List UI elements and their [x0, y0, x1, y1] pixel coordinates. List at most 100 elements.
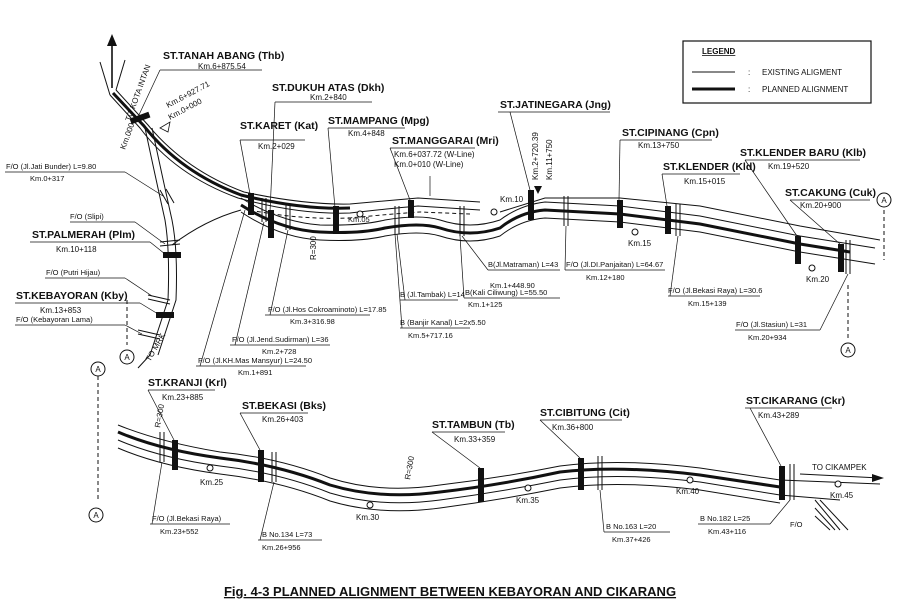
crossing-stasiun: F/O (Jl.Stasiun) L=31	[736, 320, 807, 329]
match-a-2	[840, 342, 856, 358]
svg-text:Km.26+403: Km.26+403	[262, 415, 304, 424]
svg-text:Km.36+800: Km.36+800	[552, 423, 594, 432]
svg-text:Km.1+448.90: Km.1+448.90	[490, 281, 535, 290]
svg-text:Km.2+840: Km.2+840	[310, 93, 347, 102]
bottom-chainage-text: Km.25 Km.30 Km.35 Km.40 Km.45 R=300 R=30…	[153, 403, 867, 522]
svg-text:Km.45: Km.45	[830, 491, 854, 500]
bottom-km-circles	[206, 464, 842, 509]
top-tracks	[99, 34, 881, 369]
station-dukuh-atas: ST.DUKUH ATAS (Dkh)	[272, 82, 384, 94]
svg-text:Km.4+848: Km.4+848	[348, 129, 385, 138]
station-mampang: ST.MAMPANG (Mpg)	[328, 115, 429, 127]
circle-km15	[631, 228, 639, 236]
svg-text:Km.15: Km.15	[628, 239, 652, 248]
block-bekasi	[258, 450, 264, 482]
svg-text:Km.10+118: Km.10+118	[56, 245, 97, 254]
svg-text:R=300: R=300	[403, 455, 416, 481]
crossing-b163: B No.163 L=20	[606, 522, 656, 531]
svg-text:Km.15+015: Km.15+015	[684, 177, 726, 186]
svg-text:Km.25: Km.25	[200, 478, 224, 487]
svg-text:A: A	[124, 353, 130, 362]
crossing-b134: B No.134 L=73	[262, 530, 312, 539]
svg-text:Km.43+116: Km.43+116	[708, 527, 746, 536]
svg-text:R=300: R=300	[309, 236, 318, 260]
station-cibitung: ST.CIBITUNG (Cit)	[540, 407, 630, 419]
svg-text:Km.37+426: Km.37+426	[612, 535, 651, 544]
top-station-blocks	[129, 111, 844, 318]
crossing-panjaitan: F/O (Jl.DI.Panjaitan) L=64.67	[566, 260, 663, 269]
top-station-labels: ST.TANAH ABANG (Thb) Km.6+875.54 ST.DUKU…	[15, 50, 876, 315]
station-palmerah: ST.PALMERAH (Plm)	[32, 229, 135, 241]
svg-text:A: A	[93, 511, 99, 520]
direction-cikampek: TO CIKAMPEK	[812, 463, 867, 472]
crossing-bekasi-raya-1: F/O (Jl.Bekasi Raya) L=30.6	[668, 286, 762, 295]
circle-km20	[808, 264, 816, 272]
circle-km30	[366, 501, 374, 509]
crossing-slipi: F/O (Slipi)	[70, 212, 104, 221]
match-a-3	[876, 192, 892, 208]
svg-text:Km.40: Km.40	[676, 487, 700, 496]
match-lines: A A A A A	[88, 192, 892, 523]
crossing-matraman: B(Jl.Matraman) L=43	[488, 260, 558, 269]
svg-text:Km.05: Km.05	[348, 215, 370, 224]
station-tambun: ST.TAMBUN (Tb)	[432, 419, 515, 431]
crossing-putri-hijau: F/O (Putri Hijau)	[46, 268, 101, 277]
block-cikarang	[779, 466, 785, 500]
block-tanah-abang	[129, 111, 151, 125]
svg-text:Km.23+885: Km.23+885	[162, 393, 204, 402]
top-km-circles	[356, 208, 816, 272]
block-palmerah	[163, 252, 181, 258]
svg-text:A: A	[95, 365, 101, 374]
block-klender-baru	[795, 236, 801, 264]
crossing-mas-mansyur: F/O (Jl.KH.Mas Mansyur) L=24.50	[198, 356, 312, 365]
svg-text:Km.15+139: Km.15+139	[688, 299, 727, 308]
station-cipinang: ST.CIPINANG (Cpn)	[622, 127, 719, 139]
svg-text:Km.13+750: Km.13+750	[638, 141, 680, 150]
svg-text:Km.2+728: Km.2+728	[262, 347, 296, 356]
crossing-kebayoran-lama: F/O (Kebayoran Lama)	[16, 315, 93, 324]
block-cibitung	[578, 458, 584, 490]
svg-text:Km.12+180: Km.12+180	[586, 273, 625, 282]
block-jatinegara	[528, 190, 534, 220]
svg-text:Km.0+010 (W-Line): Km.0+010 (W-Line)	[394, 160, 464, 169]
crossing-hos-cokro: F/O (Jl.Hos Cokroaminoto) L=17.85	[268, 305, 387, 314]
figure-caption: Fig. 4-3 PLANNED ALIGNMENT BETWEEN KEBAY…	[224, 584, 676, 599]
crossing-jati-bunder: F/O (Jl.Jati Bunder) L=9.80	[6, 162, 96, 171]
circle-km10	[490, 208, 498, 216]
block-manggarai	[408, 200, 414, 218]
legend-existing-label: EXISTING ALIGMENT	[762, 68, 842, 77]
legend-title: LEGEND	[702, 47, 736, 56]
bottom-tracks	[117, 424, 884, 531]
match-a-1	[119, 349, 135, 365]
circle-km40	[686, 476, 694, 484]
svg-text:Km.35: Km.35	[516, 496, 540, 505]
station-bekasi: ST.BEKASI (Bks)	[242, 400, 326, 412]
svg-text:Km.13+853: Km.13+853	[40, 306, 82, 315]
block-kranji	[172, 440, 178, 470]
svg-text:Km.33+359: Km.33+359	[454, 435, 496, 444]
crossing-ciliwung: B(Kali Ciliwung) L=55.50	[465, 288, 547, 297]
station-jatinegara: ST.JATINEGARA (Jng)	[500, 99, 611, 111]
crossing-sudirman: F/O (Jl.Jend.Sudirman) L=36	[232, 335, 329, 344]
station-kebayoran: ST.KEBAYORAN (Kby)	[16, 290, 128, 302]
svg-text:Km.20: Km.20	[806, 275, 830, 284]
circle-km05	[356, 210, 364, 218]
station-klender-baru: ST.KLENDER BARU (Klb)	[740, 147, 866, 159]
legend: LEGEND : EXISTING ALIGMENT : PLANNED ALI…	[682, 40, 872, 104]
svg-text:Km.1+125: Km.1+125	[468, 300, 502, 309]
station-klender: ST.KLENDER (Kld)	[663, 161, 756, 173]
legend-planned-label: PLANNED ALIGNMENT	[762, 85, 848, 94]
block-karet	[248, 193, 254, 215]
block-klender	[665, 206, 671, 234]
top-crossing-ticks	[137, 188, 851, 340]
svg-text:A: A	[845, 346, 851, 355]
station-kranji: ST.KRANJI (Krl)	[148, 377, 227, 389]
svg-text:Km.20+934: Km.20+934	[748, 333, 787, 342]
station-cakung: ST.CAKUNG (Cuk)	[785, 187, 876, 199]
match-a-5	[88, 507, 104, 523]
crossing-b182: B No.182 L=25	[700, 514, 750, 523]
block-cipinang	[617, 200, 623, 228]
svg-text:Km.2+029: Km.2+029	[258, 142, 295, 151]
circle-km25	[206, 464, 214, 472]
svg-text:Km.11+750: Km.11+750	[545, 139, 554, 180]
